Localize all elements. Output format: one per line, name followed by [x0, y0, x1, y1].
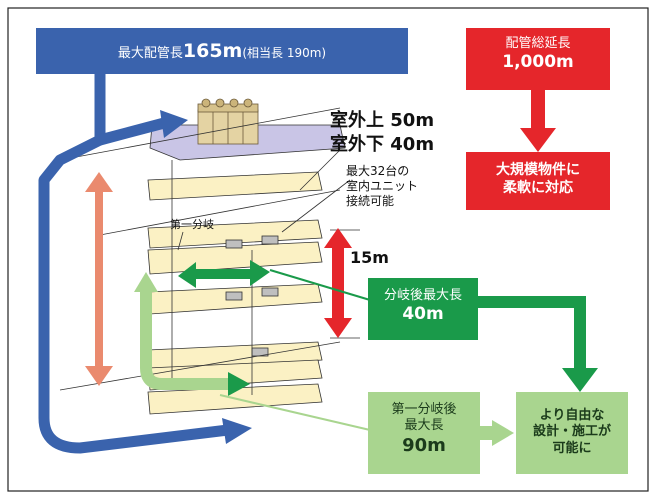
floor-slab — [147, 171, 323, 201]
freedom-line3: 可能に — [552, 440, 592, 456]
frame-border — [7, 7, 649, 492]
banner-prefix: 最大配管長 — [117, 46, 183, 61]
total-length-value: 1,000m — [502, 52, 574, 73]
height-down: 室外下 40m — [330, 134, 435, 155]
blue-arrowhead-bottom — [222, 418, 252, 444]
red-down-arrow-shaft — [531, 90, 545, 132]
red-down-arrow-head — [520, 128, 556, 152]
first-after-box — [368, 392, 480, 474]
first-after-text: 第一分岐後 最大長 90m — [368, 402, 480, 457]
after-branch-text: 分岐後最大長 40m — [368, 288, 478, 326]
green-branch-head-left — [178, 262, 196, 288]
freedom-box — [516, 392, 628, 474]
blue-route-arrow-top — [98, 116, 170, 146]
after-branch-value: 40m — [402, 304, 444, 325]
after-branch-label: 分岐後最大長 — [383, 288, 462, 303]
max-pipe-length-banner — [36, 28, 408, 74]
units-note-line3: 接続可能 — [346, 194, 395, 208]
green-branch-shaft — [194, 269, 252, 279]
blue-route-arrow — [38, 72, 229, 454]
outdoor-unit — [197, 98, 259, 145]
units-note-line2: 室内ユニット — [346, 179, 419, 193]
green-branch-head-right — [250, 260, 270, 286]
banner-text: 最大配管長165m(相当長 190m) — [36, 40, 408, 64]
after-branch-box — [368, 278, 478, 340]
first-after-value: 90m — [402, 434, 446, 456]
red-height-head-bottom — [324, 318, 352, 338]
units-note: 最大32台の 室内ユニット 接続可能 — [346, 164, 466, 209]
first-after-line2: 最大長 — [404, 418, 444, 434]
flexible-box — [466, 152, 610, 210]
light-green-right-head — [492, 420, 514, 446]
freedom-text: より自由な 設計・施工が 可能に — [516, 408, 628, 457]
total-length-text: 配管総延長 1,000m — [466, 36, 610, 74]
flexible-text: 大規模物件に 柔軟に対応 — [466, 162, 610, 197]
light-green-head-right — [228, 372, 250, 396]
freedom-line1: より自由な — [539, 408, 605, 423]
first-after-line1: 第一分岐後 — [391, 402, 457, 417]
green-connector — [269, 269, 371, 301]
banner-suffix: (相当長 190m) — [242, 46, 327, 60]
salmon-arrow-shaft — [95, 190, 103, 368]
light-green-right-shaft — [480, 426, 494, 440]
guide-lines — [59, 107, 360, 395]
red-height-head-top — [324, 228, 352, 248]
total-length-label: 配管総延長 — [505, 36, 571, 51]
units-note-line1: 最大32台の — [346, 164, 410, 178]
height-up: 室外上 50m — [330, 110, 435, 131]
light-green-curve — [140, 290, 230, 390]
red-height-shaft — [332, 246, 344, 320]
salmon-arrowhead-bottom — [85, 366, 113, 386]
green-elbow-head — [562, 368, 598, 392]
flexible-line1: 大規模物件に — [496, 162, 580, 178]
floor-slab — [147, 219, 323, 249]
banner-value: 165m — [182, 40, 243, 62]
light-green-connector — [219, 394, 371, 431]
blue-arrowhead-top — [160, 110, 188, 138]
freedom-line2: 設計・施工が — [532, 424, 611, 440]
green-elbow-arrow — [478, 296, 586, 372]
salmon-arrowhead-top — [85, 172, 113, 192]
flexible-line2: 柔軟に対応 — [503, 179, 573, 196]
light-green-head-up — [134, 272, 158, 292]
indoor-height-label: 15m — [350, 248, 389, 267]
total-length-box — [466, 28, 610, 90]
first-branch-label: 第一分岐 — [170, 218, 214, 231]
